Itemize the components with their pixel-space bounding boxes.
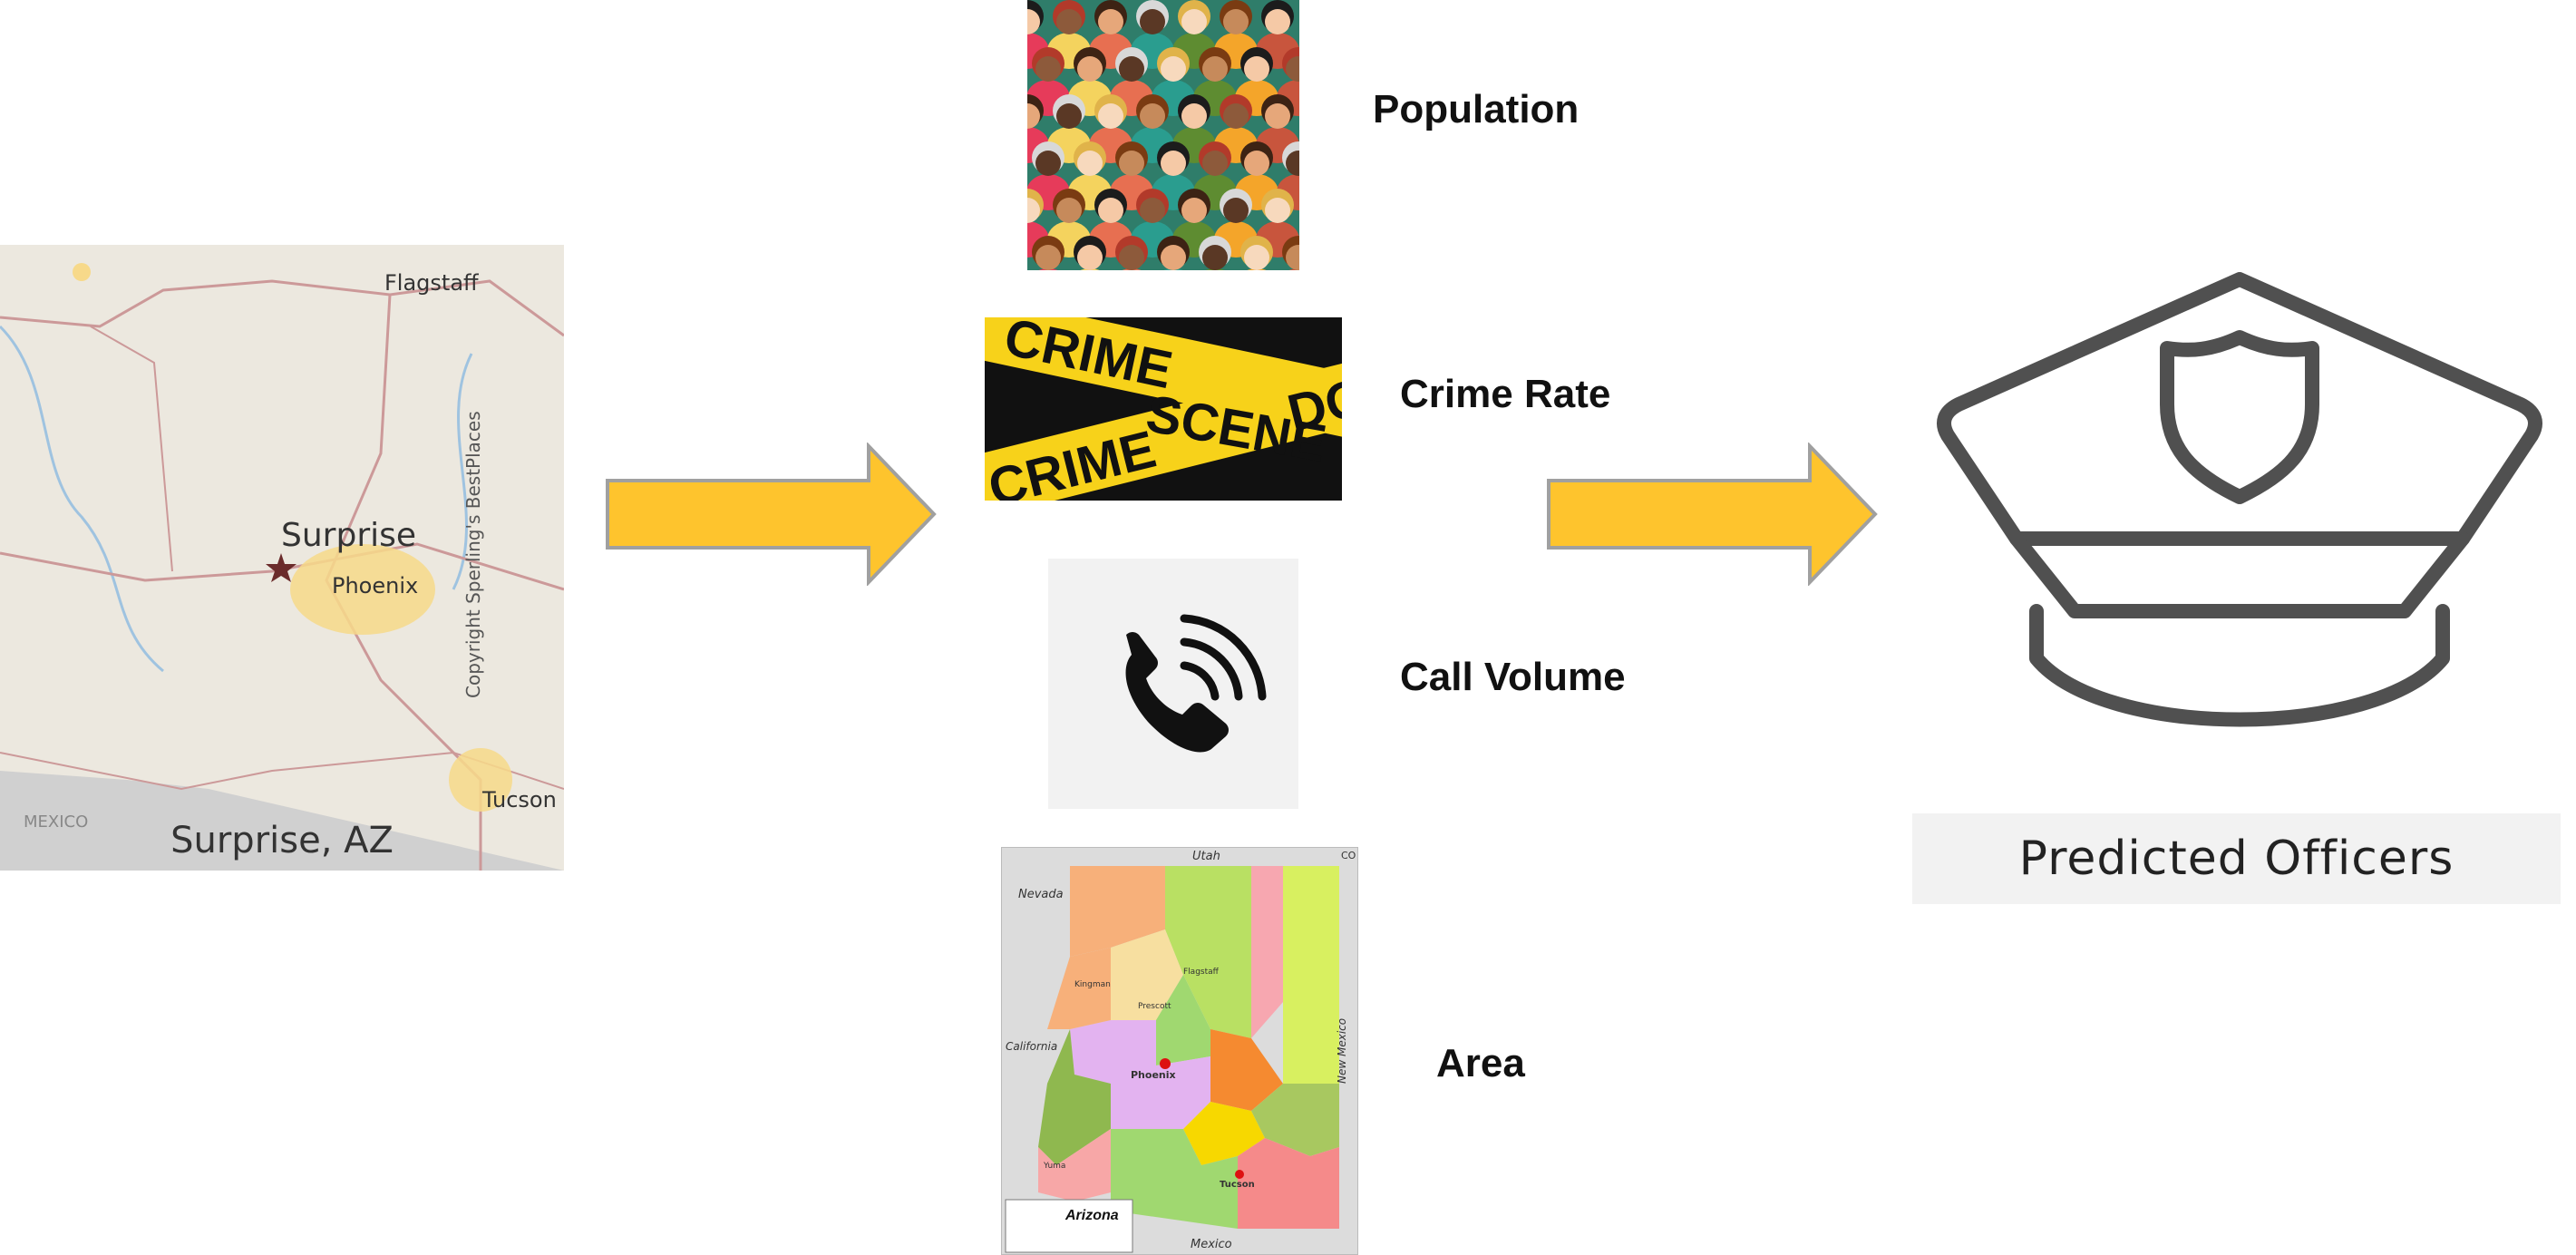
crime-scene-tape-image: CRIME DO CRIME DO SCENE [985,317,1342,501]
output-label-box: Predicted Officers [1912,813,2561,904]
az-label-flagstaff: Flagstaff [1183,968,1219,977]
factor-label-area: Area [1436,1041,1525,1085]
output-label: Predicted Officers [2018,832,2454,886]
map-label-tucson: Tucson [482,787,557,812]
arrow-right-icon [606,443,937,586]
phone-icon [1048,559,1298,809]
arizona-map-image: Arizona Utah Nevada California New Mexic… [1001,847,1358,1255]
az-label-mexico: Mexico [1191,1238,1232,1251]
az-map-title: Arizona [1064,1208,1119,1223]
city-map-caption: Surprise, AZ [170,820,394,861]
az-label-california: California [1006,1040,1058,1053]
az-label-prescott: Prescott [1138,1002,1171,1011]
factor-label-call-volume: Call Volume [1400,655,1626,699]
factor-label-population: Population [1373,87,1580,131]
arrow-right-icon-2 [1547,443,1878,586]
az-label-tucson: Tucson [1220,1180,1255,1190]
az-label-utah: Utah [1192,850,1220,863]
az-label-co: CO [1341,850,1356,861]
az-label-kingman: Kingman [1074,980,1111,989]
map-label-surprise: Surprise [281,517,417,554]
map-label-flagstaff: Flagstaff [384,270,479,296]
city-map-image: Flagstaff Surprise Phoenix Tucson MEXICO… [0,245,564,871]
map-label-mexico: MEXICO [24,812,89,832]
map-side-copyright: Copyright Sperling's BestPlaces [462,411,484,698]
factor-label-crime-rate: Crime Rate [1400,372,1611,416]
crowd-image [1027,0,1299,270]
az-label-nevada: Nevada [1018,888,1064,901]
az-label-phoenix: Phoenix [1131,1069,1176,1081]
az-label-new-mexico: New Mexico [1336,1017,1348,1084]
police-cap-icon [1937,272,2542,727]
map-label-phoenix: Phoenix [332,573,419,598]
az-label-yuma: Yuma [1044,1162,1066,1171]
